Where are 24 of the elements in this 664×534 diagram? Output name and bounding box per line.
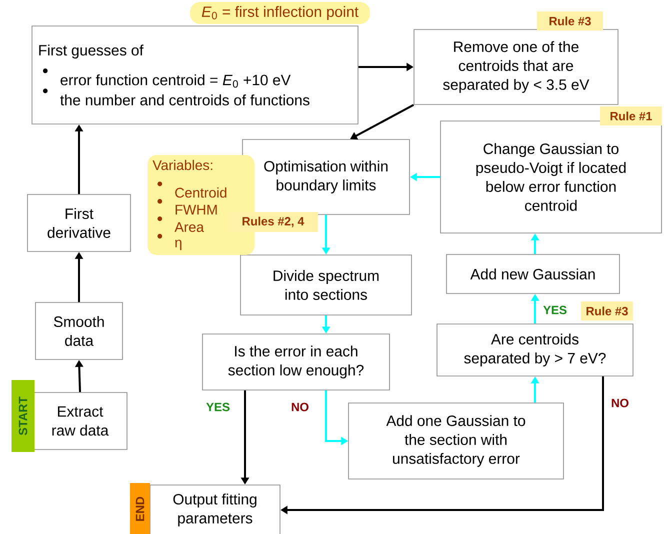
edge-label: YES bbox=[205, 402, 231, 412]
process-box: First guesses of error function centroid = E$_{0}$ +10 eV the number and centroids of functions bbox=[32, 26, 358, 124]
rule-tag: Rule #1 bbox=[600, 106, 662, 126]
process-box: Add new Gaussian bbox=[446, 254, 620, 294]
edge-label: NO bbox=[290, 402, 310, 412]
rule-tag: Rule #3 bbox=[581, 302, 633, 320]
process-box: Are centroids separated by > 7 eV? bbox=[436, 324, 634, 376]
process-box: Smooth data bbox=[35, 302, 123, 360]
process-box: First derivative bbox=[27, 194, 131, 252]
process-box: Extract raw data bbox=[32, 392, 128, 450]
process-box: Divide spectrum into sections bbox=[240, 254, 412, 316]
process-box: Output fitting parameters bbox=[150, 484, 280, 534]
process-box: Remove one of the centroids that are separated by < 3.5 eV bbox=[414, 29, 618, 105]
edge-label: YES bbox=[542, 304, 568, 316]
process-box: Is the error in each section low enough? bbox=[202, 334, 390, 390]
end-tag: END bbox=[130, 483, 150, 534]
rule-tag: Rule #3 bbox=[537, 12, 603, 30]
start-tag: START bbox=[12, 380, 34, 452]
process-box: Change Gaussian to pseudo-Voigt if located below error function centroid bbox=[440, 120, 662, 234]
note-bubble: E$_{0}$ = first inflection point bbox=[190, 2, 370, 24]
edge-label: NO bbox=[610, 398, 630, 408]
process-box: Add one Gaussian to the section with unsatisfactory error bbox=[348, 402, 564, 480]
rule-tag: Rules #2, 4 bbox=[228, 212, 318, 232]
process-box: Optimisation within boundary limits bbox=[242, 139, 410, 215]
